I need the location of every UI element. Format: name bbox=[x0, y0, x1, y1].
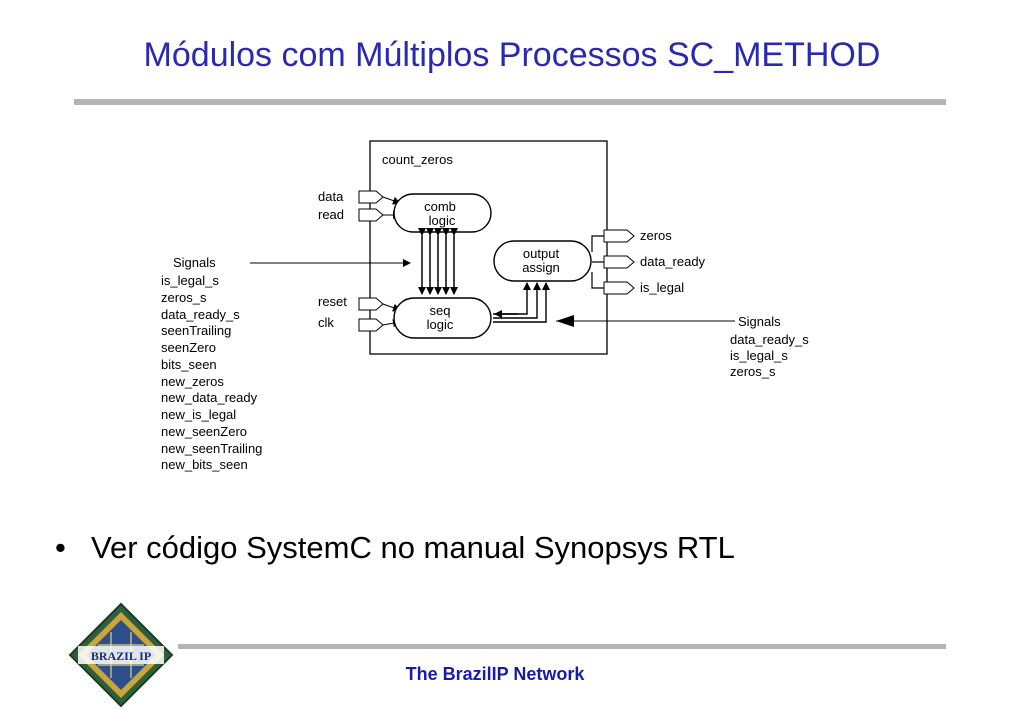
title-divider bbox=[74, 99, 946, 105]
input-label-reset: reset bbox=[318, 294, 347, 309]
footer-text: The BrazilIP Network bbox=[405, 664, 585, 684]
seq-label-2: logic bbox=[427, 317, 454, 332]
input-label-clk: clk bbox=[318, 315, 334, 330]
port-is-legal bbox=[603, 281, 635, 295]
right-signal-item: is_legal_s bbox=[730, 348, 788, 363]
port-reset bbox=[358, 297, 384, 311]
right-signals-title: Signals bbox=[738, 314, 781, 329]
output-label-zeros: zeros bbox=[640, 228, 672, 243]
bullet-text: Ver código SystemC no manual Synopsys RT… bbox=[91, 530, 735, 565]
comb-seq-bus bbox=[418, 228, 458, 295]
brazil-ip-logo: BRAZIL IP bbox=[68, 602, 174, 708]
output-label-is-legal: is_legal bbox=[640, 280, 684, 295]
comb-label-1: comb bbox=[424, 199, 456, 214]
bullet-dot: • bbox=[55, 530, 66, 565]
output-assign-block bbox=[493, 240, 592, 282]
input-label-read: read bbox=[318, 207, 344, 222]
bullet-item: • Ver código SystemC no manual Synopsys R… bbox=[55, 530, 735, 566]
output-label-2: assign bbox=[522, 260, 560, 275]
left-signal-item: new_is_legal bbox=[161, 407, 236, 422]
left-signal-item: new_zeros bbox=[161, 374, 224, 389]
input-label-data: data bbox=[318, 189, 344, 204]
output-label-1: output bbox=[523, 246, 560, 261]
port-data bbox=[358, 190, 384, 204]
left-signal-item: bits_seen bbox=[161, 357, 217, 372]
right-signal-item: zeros_s bbox=[730, 364, 776, 379]
left-signal-item: seenTrailing bbox=[161, 323, 231, 338]
slide-title: Módulos com Múltiplos Processos SC_METHO… bbox=[143, 36, 881, 74]
footer-divider bbox=[178, 644, 946, 649]
logo-text: BRAZIL IP bbox=[91, 649, 151, 663]
left-signals-title: Signals bbox=[173, 255, 216, 270]
module-name: count_zeros bbox=[382, 152, 453, 167]
module-box bbox=[369, 140, 608, 355]
comb-label-2: logic bbox=[429, 213, 456, 228]
left-signal-item: seenZero bbox=[161, 340, 216, 355]
left-signal-item: new_seenZero bbox=[161, 424, 247, 439]
left-signal-item: new_bits_seen bbox=[161, 457, 248, 472]
left-signal-item: zeros_s bbox=[161, 290, 207, 305]
port-clk bbox=[358, 318, 384, 332]
left-signal-item: data_ready_s bbox=[161, 307, 240, 322]
port-zeros bbox=[603, 229, 635, 243]
output-label-data-ready: data_ready bbox=[640, 254, 706, 269]
left-signals-list: Signals is_legal_s zeros_s data_ready_s … bbox=[161, 255, 262, 472]
seq-label-1: seq bbox=[430, 303, 451, 318]
left-signal-item: new_seenTrailing bbox=[161, 441, 262, 456]
seq-output-feedback bbox=[493, 282, 550, 323]
port-data-ready bbox=[603, 255, 635, 269]
port-read bbox=[358, 208, 384, 222]
left-signal-item: new_data_ready bbox=[161, 390, 258, 405]
right-signals-list: Signals data_ready_s is_legal_s zeros_s bbox=[730, 314, 809, 379]
left-signal-item: is_legal_s bbox=[161, 273, 219, 288]
seq-logic-block bbox=[393, 297, 492, 339]
right-signal-item: data_ready_s bbox=[730, 332, 809, 347]
